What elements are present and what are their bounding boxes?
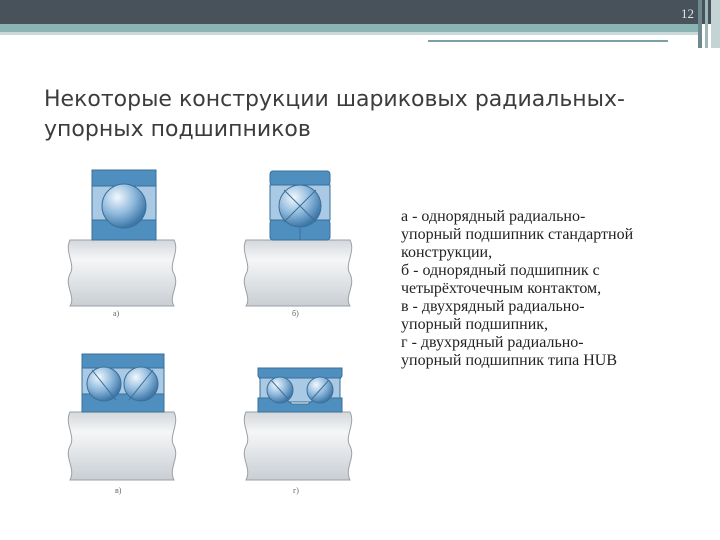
header-thin-line [428,40,668,42]
title-line: Некоторые конструкции шариковых радиальн… [44,87,625,112]
slide-title: Некоторые конструкции шариковых радиальн… [44,85,644,145]
description-line: а - однорядный радиально- [401,208,586,225]
figure-d-bearing [243,367,353,481]
figure-label-c: в) [115,486,122,495]
contact-line [91,369,117,401]
header-vertical-bar [698,0,702,48]
description-line: конструкции, [401,244,493,261]
ball [123,366,159,402]
header-stripe-light [0,32,698,35]
ball [86,366,122,402]
contact-line [270,379,290,401]
description-line: четырёхточечным контактом, [401,280,602,297]
shaft [243,239,353,307]
outer-ring [269,170,331,186]
header-vertical-bar [705,0,708,48]
description-text: а - однорядный радиально- упорный подшип… [401,208,701,370]
title-line: упорных подшипников [44,117,311,142]
description-line: б - однорядный подшипник с [401,262,600,279]
shaft [243,411,353,481]
ball [101,183,147,229]
figure-a-bearing [67,169,177,307]
figure-c-bearing [67,353,177,481]
header-vertical-bar [711,0,720,48]
figure-b-bearing [243,170,353,307]
outer-ring [81,353,165,369]
description-line: упорный подшипник, [401,316,549,333]
contact-line [283,189,317,223]
figure-label-a: а) [113,309,120,318]
description-line: в - двухрядный радиально- [401,298,585,315]
shaft [67,239,177,307]
header-stripe [0,24,698,32]
header-bar [0,0,720,24]
contact-line [310,379,330,401]
description-line: г - двухрядный радиально- [401,334,584,351]
shaft [67,411,177,481]
figure-label-b: б) [292,309,299,318]
description-line: упорный подшипник стандартной [401,226,634,243]
page-number: 12 [681,6,694,21]
figure-label-d: г) [293,486,299,495]
description-line: упорный подшипник типа HUB [401,352,618,369]
contact-line [128,369,154,401]
